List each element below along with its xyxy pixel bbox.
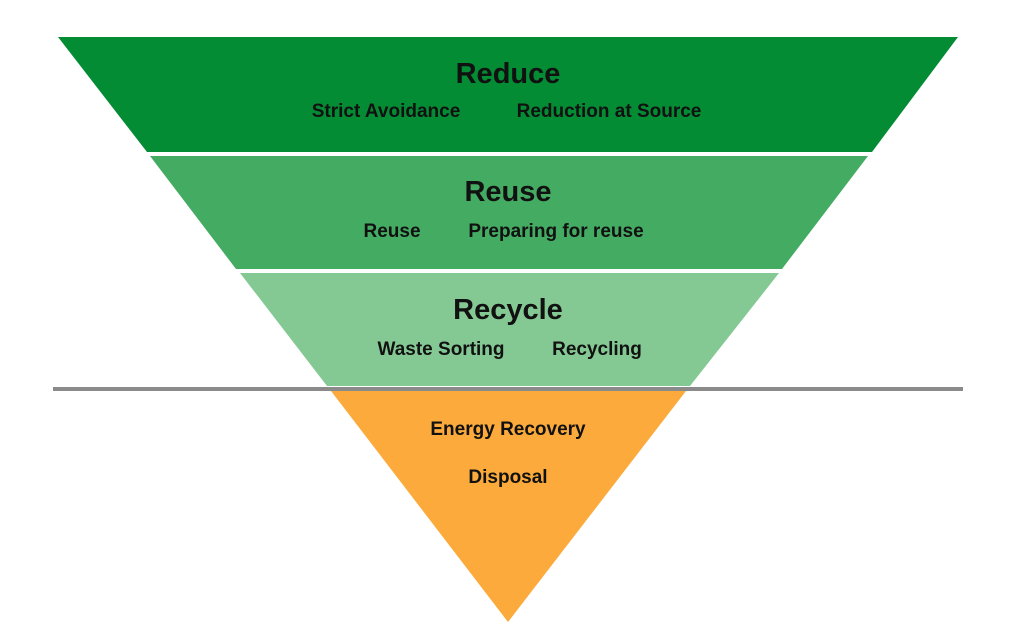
recycle-item-recycling: Recycling [552, 339, 642, 360]
recovery-disposal-tier [331, 391, 686, 622]
energy-recovery-label: Energy Recovery [430, 419, 586, 440]
reuse-item-reuse: Reuse [363, 221, 421, 242]
recycle-item-waste-sorting: Waste Sorting [377, 339, 505, 360]
reduce-title: Reduce [455, 58, 561, 90]
reuse-title: Reuse [464, 176, 552, 208]
recycle-tier [240, 273, 779, 386]
reuse-tier [150, 156, 868, 269]
reduce-item-reduction-at-source: Reduction at Source [516, 101, 702, 122]
reduce-item-strict-avoidance: Strict Avoidance [311, 101, 461, 122]
reduce-tier [58, 37, 958, 152]
reuse-item-preparing-for-reuse: Preparing for reuse [468, 221, 644, 242]
recycle-title: Recycle [453, 294, 563, 326]
disposal-label: Disposal [468, 467, 548, 488]
